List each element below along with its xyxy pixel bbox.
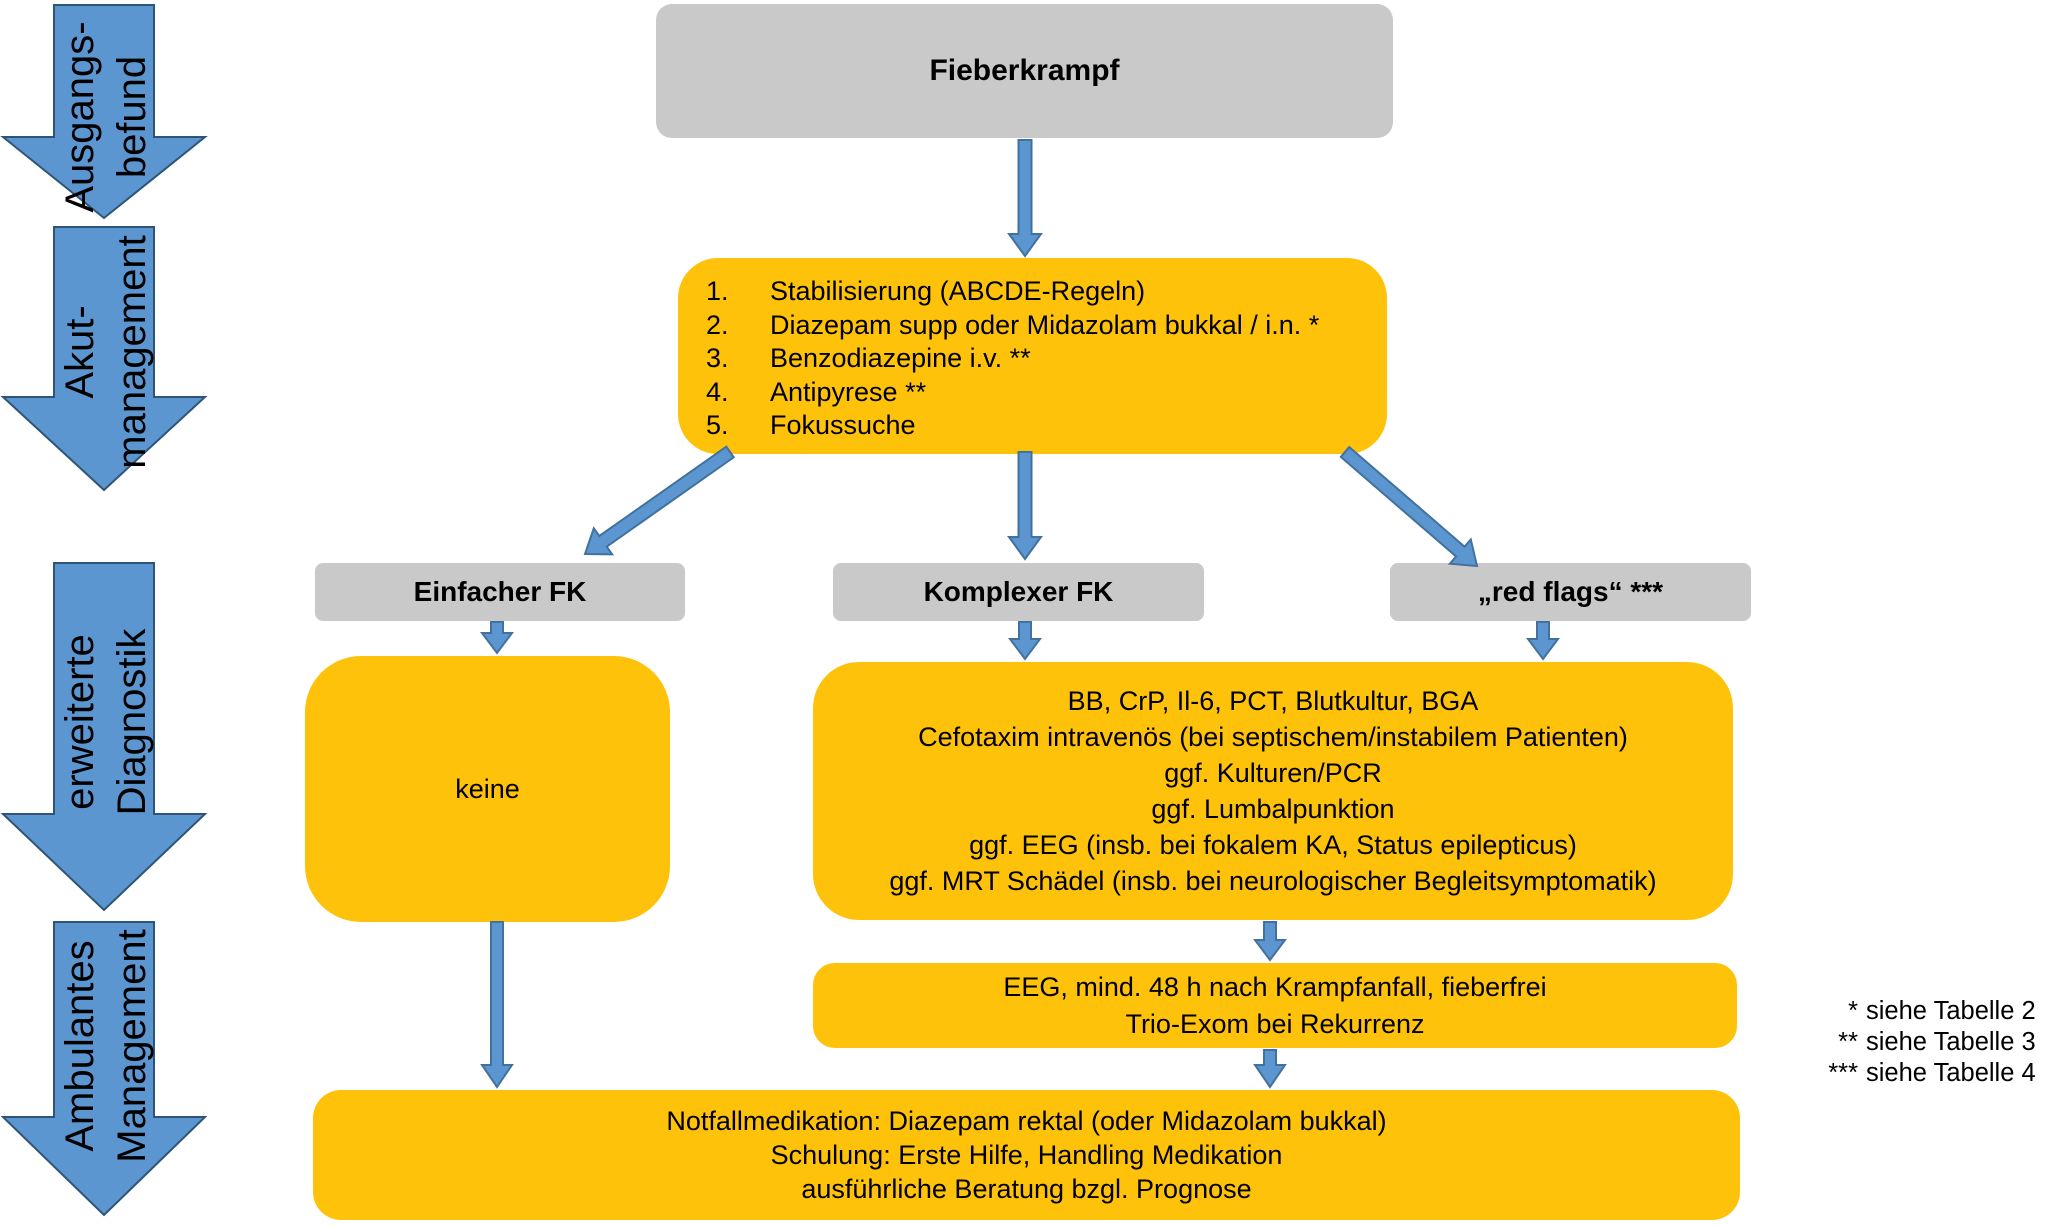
text-line: Schulung: Erste Hilfe, Handling Medikati… [770,1140,1283,1170]
node-branch-einfacher-fk: Einfacher FK [315,563,685,621]
stage-label-akutmanagement: Akut- management [54,235,158,468]
stage-label-line: Ambulantes [58,940,102,1152]
footnote-text: siehe Tabelle 2 [1866,997,2036,1025]
stage-label-ambulantes-management: Ambulantes Management [54,929,158,1162]
branch-einfacher-label: Einfacher FK [413,576,587,607]
branch-komplexer-label: Komplexer FK [923,576,1114,607]
outpatient-lines: Notfallmedikation: Diazepam rektal (oder… [666,1104,1386,1206]
footnotes: * siehe Tabelle 2 ** siehe Tabelle 3 ***… [1810,996,2036,1089]
text-line: ggf. Kulturen/PCR [1164,758,1382,788]
complex-diagnostics-lines: BB, CrP, Il-6, PCT, Blutkultur, BGA Cefot… [889,683,1656,899]
stage-label-line: Management [110,929,154,1163]
acute-step: 2.Diazepam supp oder Midazolam bukkal / … [706,309,1320,340]
text-line: ggf. Lumbalpunktion [1151,794,1395,824]
acute-step: 1.Stabilisierung (ABCDE-Regeln) [706,276,1146,306]
footnote-marker: * [1848,997,1858,1025]
connector-akut-to-redflags [1339,445,1479,568]
acute-step: 4.Antipyrese ** [706,376,927,407]
connector-redflags-to-diagnostik [1526,621,1560,661]
text-line: ggf. EEG (insb. bei fokalem KA, Status e… [969,830,1577,860]
node-fieberkrampf: Fieberkrampf [656,4,1393,138]
stage-label-line: Akut- [58,305,102,399]
node-erweiterte-diagnostik: BB, CrP, Il-6, PCT, Blutkultur, BGA Cefot… [813,662,1733,920]
connector-keine-to-ambulant [480,921,514,1089]
footnote-text: siehe Tabelle 4 [1866,1059,2036,1087]
stage-label-erweiterte-diagnostik: erweiterte Diagnostik [54,629,158,816]
connector-einfacher-to-keine [480,621,514,655]
node-akutmanagement-steps: 1.Stabilisierung (ABCDE-Regeln)2.Diazepa… [678,258,1387,454]
footnote-marker: *** [1828,1059,1858,1087]
branch-redflags-label: „red flags“ *** [1477,576,1664,607]
text-line: BB, CrP, Il-6, PCT, Blutkultur, BGA [1067,686,1479,716]
text-line: Notfallmedikation: Diazepam rektal (oder… [666,1106,1387,1136]
node-branch-komplexer-fk: Komplexer FK [833,563,1204,621]
footnote-tabelle-2: * siehe Tabelle 2 [1810,996,2036,1027]
stage-label-line: Diagnostik [110,628,154,816]
stage-label-line: Ausgangs- [58,21,102,213]
node-eeg-followup: EEG, mind. 48 h nach Krampfanfall, fiebe… [813,963,1737,1048]
footnote-tabelle-4: *** siehe Tabelle 4 [1810,1058,2036,1089]
connector-eeg-to-ambulant [1253,1049,1287,1089]
connector-komplexer-to-diagnostik [1008,621,1042,661]
text-line: Cefotaxim intravenös (bei septischem/ins… [918,722,1628,752]
stage-label-ausgangsbefund: Ausgangs- befund [54,21,158,212]
connector-diagnostik-to-eeg [1253,921,1287,962]
connector-akut-to-komplexer [1007,451,1043,561]
stage-label-line: befund [110,55,154,179]
footnote-marker: ** [1838,1028,1858,1056]
node-fieberkrampf-label: Fieberkrampf [929,54,1120,87]
connector-fieberkrampf-to-akut [1007,139,1043,258]
text-line: ausführliche Beratung bzgl. Prognose [801,1174,1252,1204]
stage-label-line: erweiterte [58,634,102,810]
text-line: ggf. MRT Schädel (insb. bei neurologisch… [889,866,1657,896]
connector-akut-to-einfacher [583,445,736,556]
footnote-text: siehe Tabelle 3 [1866,1028,2036,1056]
acute-step: 5.Fokussuche [706,410,916,440]
footnote-tabelle-3: ** siehe Tabelle 3 [1810,1027,2036,1058]
node-keine-diagnostik: keine [305,656,670,922]
acute-steps-list: 1.Stabilisierung (ABCDE-Regeln)2.Diazepa… [706,275,1319,443]
acute-step: 3.Benzodiazepine i.v. ** [706,343,1031,373]
keine-label: keine [455,773,520,804]
eeg-followup-lines: EEG, mind. 48 h nach Krampfanfall, fiebe… [1003,969,1546,1043]
stage-label-line: management [110,235,154,469]
text-line: Trio-Exom bei Rekurrenz [1125,1008,1425,1039]
node-ambulantes-management: Notfallmedikation: Diazepam rektal (oder… [313,1090,1740,1220]
text-line: EEG, mind. 48 h nach Krampfanfall, fiebe… [1003,971,1547,1002]
node-branch-red-flags: „red flags“ *** [1390,563,1751,621]
